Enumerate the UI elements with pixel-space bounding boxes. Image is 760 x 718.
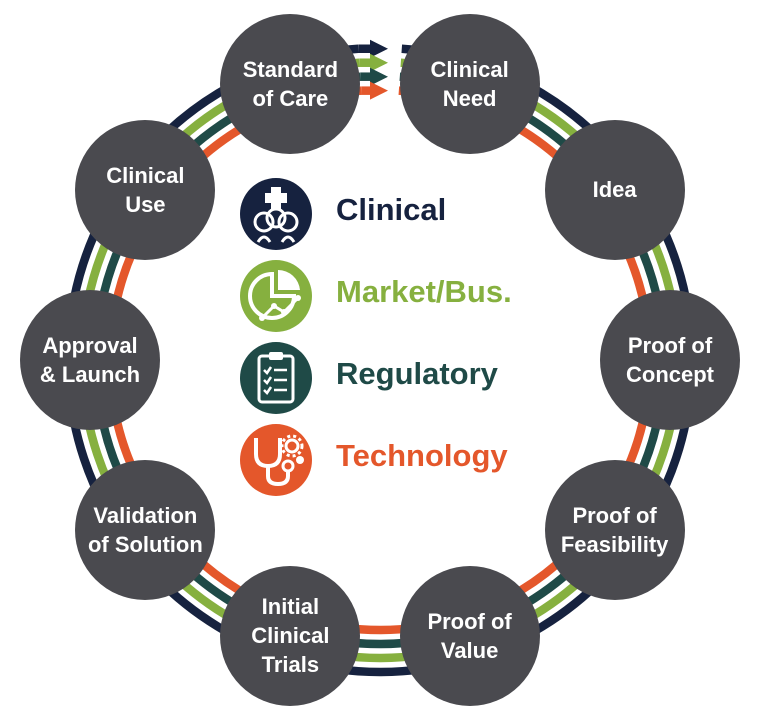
legend-item-regulatory: Regulatory [240, 342, 560, 424]
legend-item-market: Market/Bus. [240, 260, 560, 342]
stage-label-line: of Care [252, 86, 329, 112]
pie-chart-trend-icon [240, 260, 312, 332]
stage-label-line: Validation [93, 503, 198, 529]
stage-proof-of-concept: Proof of Concept [600, 290, 740, 430]
legend-label-regulatory: Regulatory [336, 356, 498, 391]
stage-label-line: Feasibility [560, 532, 669, 558]
stage-idea: Idea [544, 119, 685, 260]
legend-item-clinical: Clinical [240, 178, 560, 260]
stage-label-line: Initial [261, 594, 320, 620]
arrow-head-technology [370, 81, 388, 100]
stage-label-line: of Solution [87, 532, 203, 558]
stage-label-line: Need [442, 86, 497, 112]
stage-label-line: Standard [242, 57, 339, 83]
arrow-head-market [370, 53, 388, 72]
stage-label-line: Value [440, 637, 499, 663]
legend-label-clinical: Clinical [336, 192, 447, 227]
stage-label-line: Idea [592, 177, 637, 203]
arrow-head-regulatory [370, 67, 388, 86]
legend: Clinical Market/Bus. [240, 178, 560, 506]
stethoscope-gears-icon [240, 424, 312, 496]
stage-approval-and-launch: Approval & Launch [20, 290, 160, 430]
stage-label-line: Proof of [427, 608, 512, 634]
arrow-head-clinical [370, 39, 388, 58]
legend-item-technology: Technology [240, 424, 560, 506]
stage-label-line: Clinical [106, 162, 185, 188]
stage-label-line: Trials [261, 652, 320, 678]
legend-label-market: Market/Bus. [336, 274, 512, 309]
stage-label-line: Proof of [627, 333, 713, 358]
clipboard-checklist-icon [240, 342, 312, 414]
stage-proof-of-feasibility: Proof of Feasibility [544, 460, 685, 601]
stage-label-line: Clinical [430, 57, 509, 83]
stage-label-line: Use [125, 191, 166, 217]
stage-label-line: Approval [42, 333, 138, 358]
stage-label-line: Clinical [251, 623, 330, 649]
stage-label-line: Concept [626, 362, 714, 387]
stage-label-line: & Launch [39, 362, 141, 387]
stage-validation-of-solution: Validation of Solution [75, 460, 216, 601]
stage-label-line: Proof of [572, 503, 657, 529]
stage-standard-of-care: Standard of Care [220, 14, 361, 155]
people-medical-icon [240, 178, 312, 250]
legend-label-technology: Technology [336, 438, 508, 473]
stage-proof-of-value: Proof of Value [399, 565, 540, 706]
